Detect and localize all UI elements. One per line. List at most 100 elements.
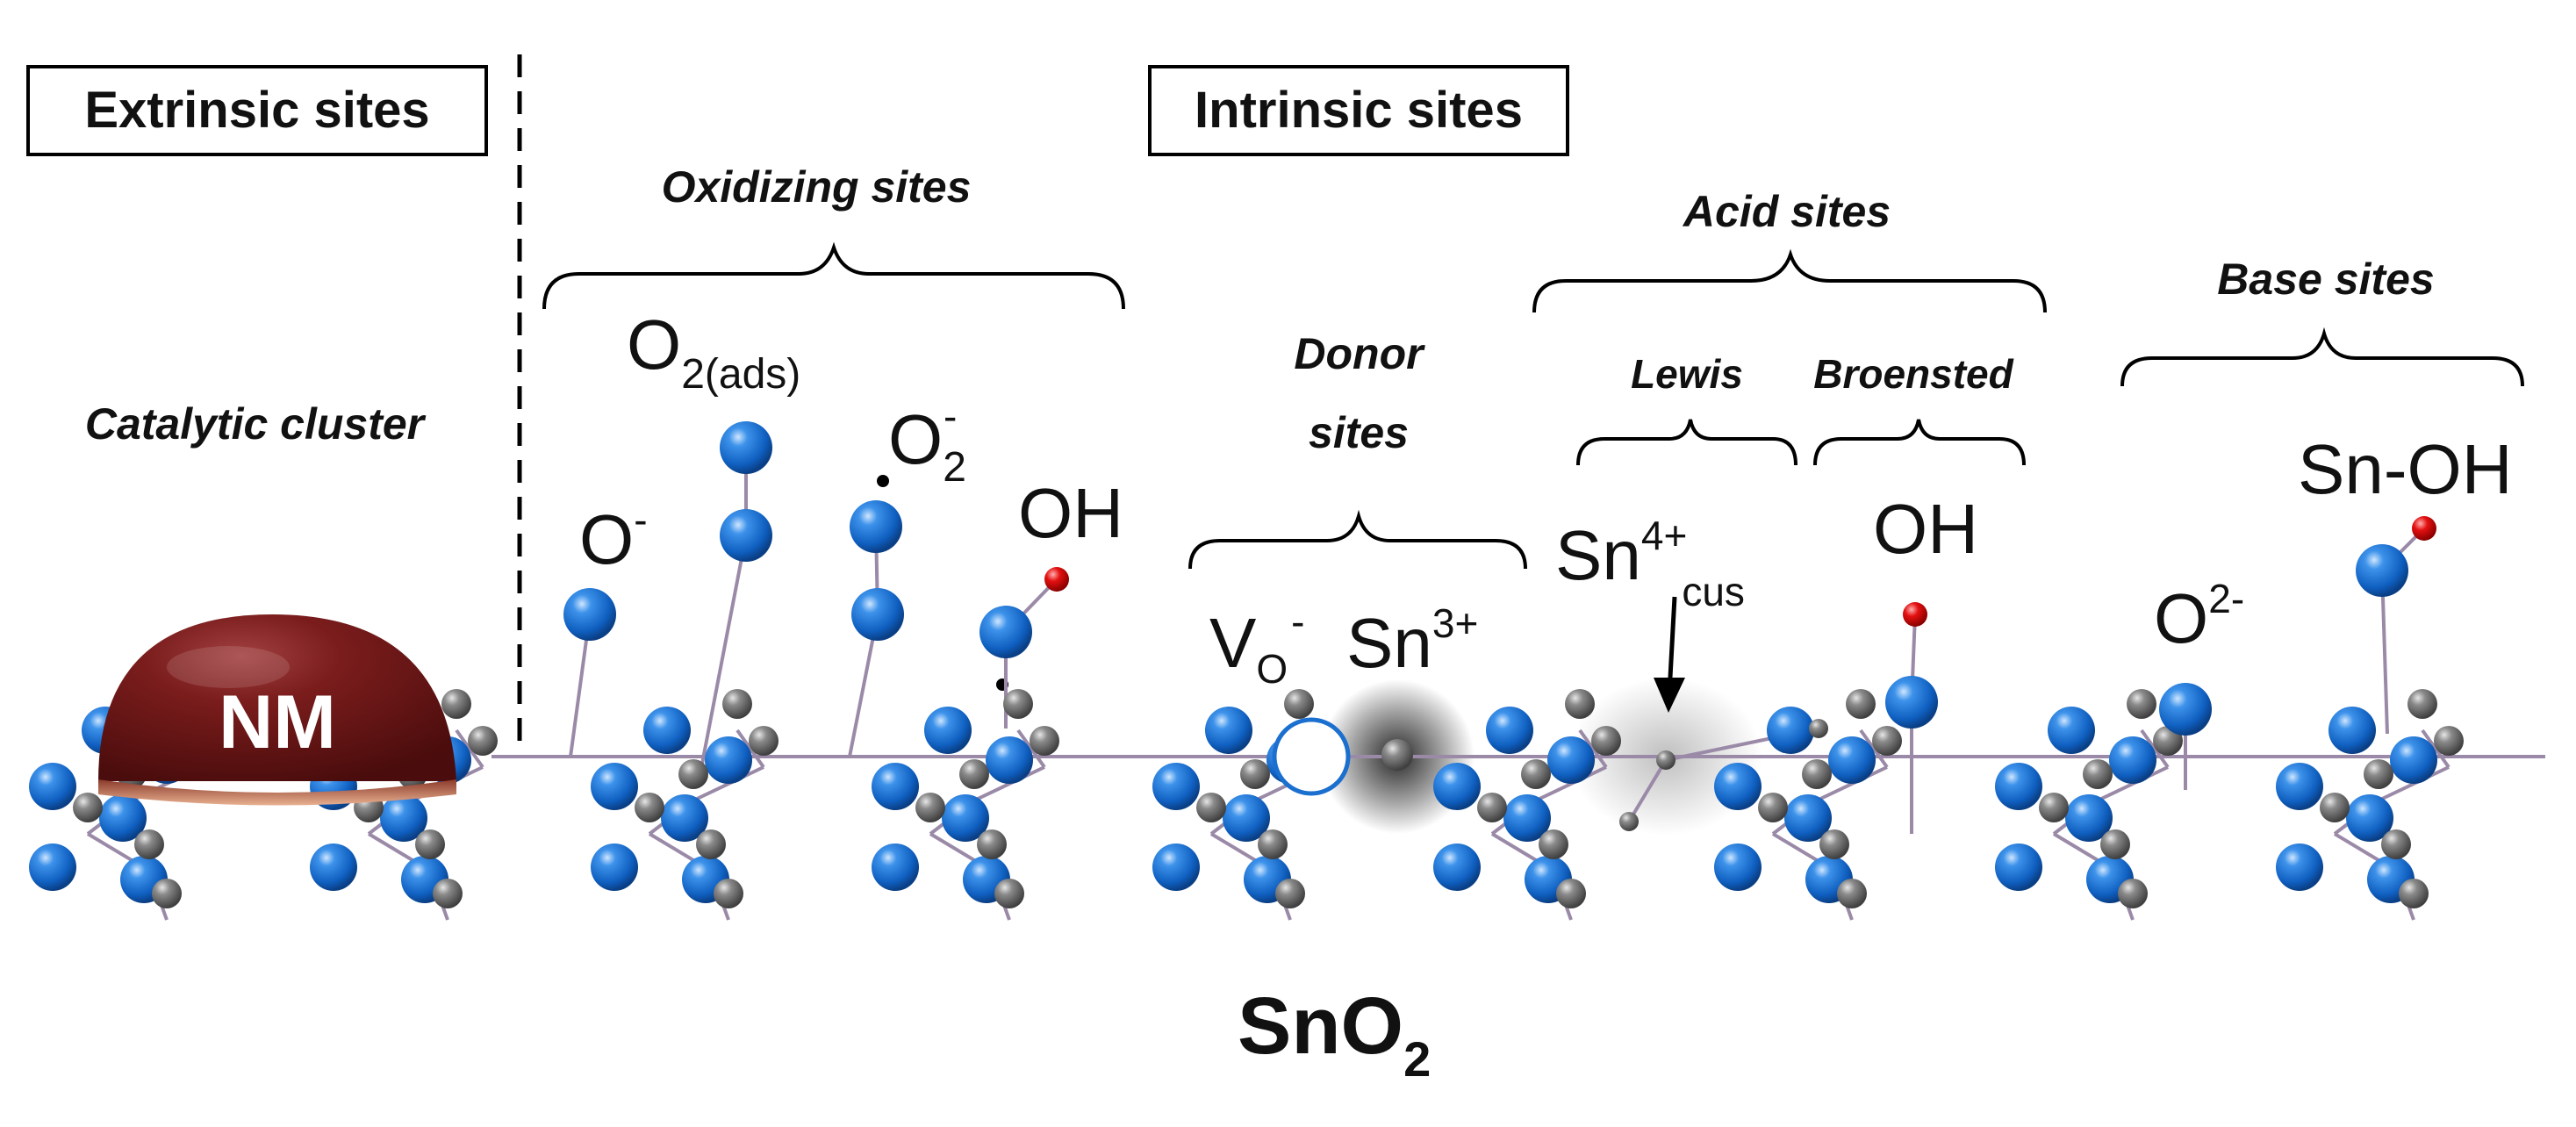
vacancy-main: V xyxy=(1209,604,1257,682)
superoxide-superscript: - xyxy=(944,393,957,439)
adsorbate-bond xyxy=(700,535,748,764)
tin-atom xyxy=(1275,879,1305,908)
vacancy-label: VO- xyxy=(1209,599,1304,692)
sno2-label: SnO2 xyxy=(1238,981,1431,1087)
o2-minus-base-label: O2- xyxy=(2154,576,2244,657)
tin-atom xyxy=(1846,689,1876,719)
tin-atom xyxy=(1802,759,1832,789)
oxygen-atom xyxy=(2390,736,2437,784)
o2-minus-base-superscript: 2- xyxy=(2208,576,2244,621)
tin-atom xyxy=(73,793,103,822)
tin-atom xyxy=(1284,689,1314,719)
tin-atom xyxy=(722,689,752,719)
noble-metal-cluster: NM xyxy=(98,614,456,806)
adsorbate-bond xyxy=(1627,758,1668,823)
tin-atom xyxy=(1539,829,1568,859)
tin-atom xyxy=(1872,726,1902,756)
tin-atom xyxy=(2118,879,2148,908)
tin-atom xyxy=(134,829,164,859)
oxygen-atom xyxy=(2109,736,2156,784)
sn-oh-label: Sn-OH xyxy=(2298,430,2513,508)
tin-atom xyxy=(977,829,1007,859)
tin-atom xyxy=(678,759,708,789)
o2-ads-main: O xyxy=(627,305,681,384)
oxygen-atom xyxy=(99,794,147,842)
oxygen-atom xyxy=(1503,794,1551,842)
tin-atom xyxy=(2434,726,2464,756)
lewis-brace xyxy=(1576,419,1797,466)
sn4-subscript: cus xyxy=(1682,569,1745,614)
tin-atom xyxy=(635,793,664,822)
oxygen-atom xyxy=(1828,736,1876,784)
base-brace xyxy=(2120,327,2524,387)
o-minus-superscript: - xyxy=(634,497,647,542)
hydrogen-atom xyxy=(2412,516,2436,541)
lattice-bond xyxy=(735,729,765,769)
tin-atom xyxy=(1521,759,1551,789)
oh-right-label: OH xyxy=(1873,490,1978,568)
oxygen-atom xyxy=(1784,794,1832,842)
sn3-superscript: 3+ xyxy=(1432,600,1478,646)
oxygen-atom xyxy=(1885,676,1938,729)
lattice-bond xyxy=(1016,729,1046,769)
sno2-subscript: 2 xyxy=(1403,1031,1431,1087)
tin-atom xyxy=(2039,793,2069,822)
tin-atom xyxy=(1030,726,1059,756)
oxygen-atom xyxy=(720,509,772,562)
oxygen-atom xyxy=(1767,707,1814,754)
tin-atom xyxy=(749,726,779,756)
tin-atom xyxy=(2083,759,2113,789)
sn3-label: Sn3+ xyxy=(1346,600,1478,682)
oxygen-atom xyxy=(380,794,427,842)
oxygen-atom xyxy=(1995,843,2042,891)
vacancy-subscript: O xyxy=(1256,646,1288,692)
oxygen-atom xyxy=(591,763,638,810)
oxygen-atom xyxy=(1433,763,1481,810)
oxygen-atom xyxy=(2276,763,2323,810)
tin-atom xyxy=(1809,719,1828,738)
oxygen-atom xyxy=(1714,843,1762,891)
lewis-label: Lewis xyxy=(1631,351,1743,397)
base-sites-label: Base sites xyxy=(2217,255,2434,304)
tin-atom xyxy=(2364,759,2393,789)
oxygen-atom xyxy=(1486,707,1533,754)
extrinsic-sites-box: Extrinsic sites xyxy=(26,65,488,156)
adsorbate-bond xyxy=(2380,570,2389,735)
lattice-bond xyxy=(1859,729,1889,769)
tin-atom xyxy=(2399,879,2429,908)
donor-sites-label-line2: sites xyxy=(1309,408,1409,457)
broensted-label: Broensted xyxy=(1813,351,2013,397)
oxygen-atom xyxy=(1995,763,2042,810)
donor-brace xyxy=(1188,509,1527,570)
oxygen-atom xyxy=(986,736,1033,784)
o-minus-label: O- xyxy=(579,497,648,578)
tin-atom xyxy=(1556,879,1586,908)
oxygen-atom xyxy=(1223,794,1270,842)
lattice-bond xyxy=(2140,729,2170,769)
acid-brace xyxy=(1532,248,2047,313)
tin-atom xyxy=(2320,793,2350,822)
oxygen-atom xyxy=(2159,683,2212,736)
tin-atom xyxy=(696,829,726,859)
tin-atom xyxy=(2127,689,2156,719)
sno2-main: SnO xyxy=(1238,981,1403,1071)
tin-atom xyxy=(959,759,989,789)
o-minus-main: O xyxy=(579,500,634,578)
tin-atom xyxy=(1758,793,1788,822)
intrinsic-sites-box: Intrinsic sites xyxy=(1148,65,1569,156)
intrinsic-sites-label: Intrinsic sites xyxy=(1195,82,1523,139)
tin-atom xyxy=(1196,793,1226,822)
oxygen-atom xyxy=(2276,843,2323,891)
superoxide-subscript: 2 xyxy=(943,444,966,491)
oxygen-atom xyxy=(563,588,616,641)
tin-atom xyxy=(1591,726,1621,756)
tin-atom xyxy=(1565,689,1595,719)
oxygen-atom xyxy=(2328,707,2376,754)
tin-atom xyxy=(1240,759,1270,789)
superoxide-label: O2 - xyxy=(888,393,966,491)
tin-atom xyxy=(1656,750,1675,770)
oxygen-atom xyxy=(2048,707,2095,754)
superoxide-main: O xyxy=(888,400,943,478)
o2-minus-base-main: O xyxy=(2154,579,2208,657)
